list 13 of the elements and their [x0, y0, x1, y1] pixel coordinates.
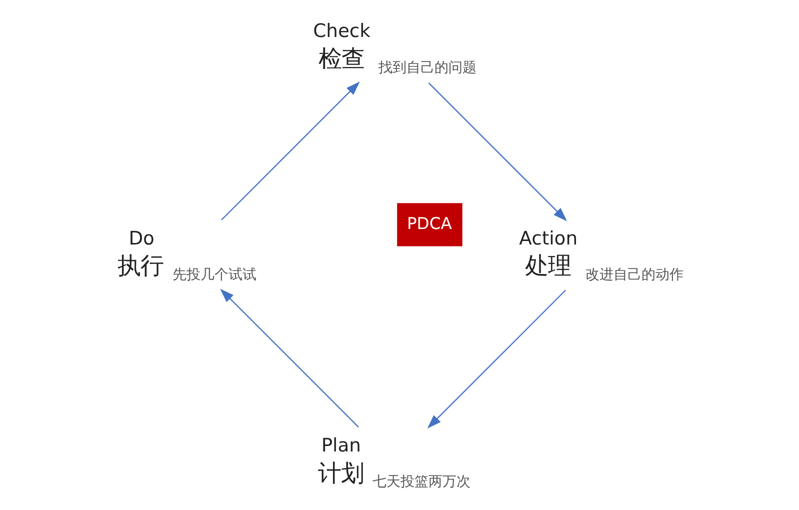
- arrow: [426, 290, 566, 428]
- arrow: [220, 288, 358, 428]
- arrow: [428, 82, 567, 222]
- node-label: 先投几个试试: [172, 267, 256, 284]
- label: PDCA: [406, 214, 452, 234]
- node-label: 改进自己的动作: [585, 267, 684, 284]
- node-text: Do 执行: [117, 228, 164, 280]
- arrow: [220, 82, 360, 220]
- node-text: Plan 计划: [317, 435, 364, 487]
- node-text: Check 检查: [312, 21, 370, 72]
- node-label: 找到自己的问题: [378, 60, 476, 76]
- node-label: 七天投篮两万次: [372, 474, 470, 490]
- node-text: Action 处理: [518, 228, 578, 280]
